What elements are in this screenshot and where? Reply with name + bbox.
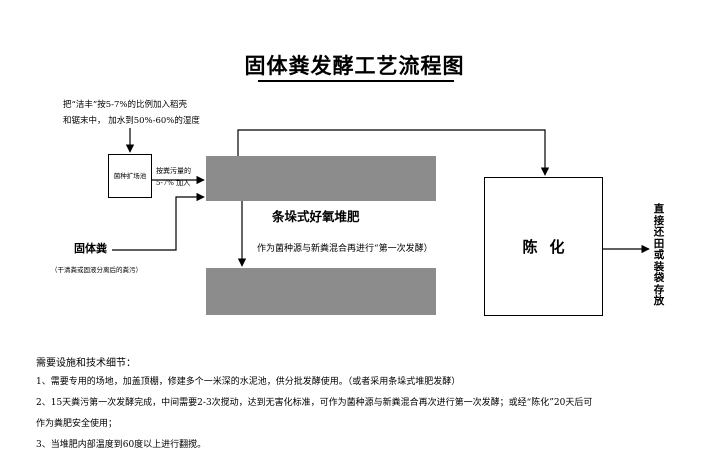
starter-note-line-2: 和锯末中， 加水到50%-60%的湿度 bbox=[63, 116, 200, 126]
requirement-item: 3、当堆肥内部温度到60度以上进行翻搅。 bbox=[36, 440, 207, 450]
seed-pool-label: 菌种扩场池 bbox=[113, 171, 147, 180]
solid-manure-label: 固体粪 bbox=[74, 242, 107, 255]
requirement-item: 1、需要专用的场地，加盖顶棚，修建多个一米深的水泥池，供分批发酵使用。（或者采用… bbox=[36, 377, 461, 387]
requirement-item: 作为粪肥安全使用； bbox=[36, 419, 118, 429]
fermentation-bar-1 bbox=[206, 156, 436, 201]
fermentation-bar-2 bbox=[206, 268, 436, 315]
requirement-item: 2、15天粪污第一次发酵完成，中间需要2-3次搅动，达到无害化标准，可作为菌种源… bbox=[36, 398, 593, 408]
seed-add-label: 按粪污量的 5-7% 加入 bbox=[156, 165, 191, 189]
starter-note-line-1: 把“洁丰”按5-7%的比例加入稻壳 bbox=[63, 100, 187, 110]
output-label: 直接还田或装袋存放 bbox=[653, 203, 665, 307]
starter-note: 把“洁丰”按5-7%的比例加入稻壳 和锯末中， 加水到50%-60%的湿度 bbox=[63, 97, 200, 129]
seed-pool-box: 菌种扩场池 bbox=[108, 154, 152, 198]
requirements-list: 1、需要专用的场地，加盖顶棚，修建多个一米深的水泥池，供分批发酵使用。（或者采用… bbox=[36, 372, 592, 456]
title-underline bbox=[258, 80, 454, 82]
aging-label: 陈化 bbox=[522, 238, 577, 256]
requirements-heading: 需要设施和技术细节： bbox=[36, 358, 136, 369]
seed-add-line-2: 5-7% 加入 bbox=[156, 179, 191, 187]
arrow-bar-to-aging bbox=[237, 129, 550, 176]
seed-add-line-1: 按粪污量的 bbox=[156, 167, 191, 175]
page-title: 固体粪发酵工艺流程图 bbox=[244, 54, 465, 78]
remix-label: 作为菌种源与新粪混合再进行“第一次发酵） bbox=[257, 244, 433, 254]
windrow-compost-label: 条垛式好氧堆肥 bbox=[272, 209, 360, 224]
solid-manure-sublabel: （干清粪或固液分离后的粪污） bbox=[51, 266, 142, 274]
arrow-solid-to-bar bbox=[112, 192, 205, 251]
aging-box: 陈化 bbox=[484, 177, 603, 316]
